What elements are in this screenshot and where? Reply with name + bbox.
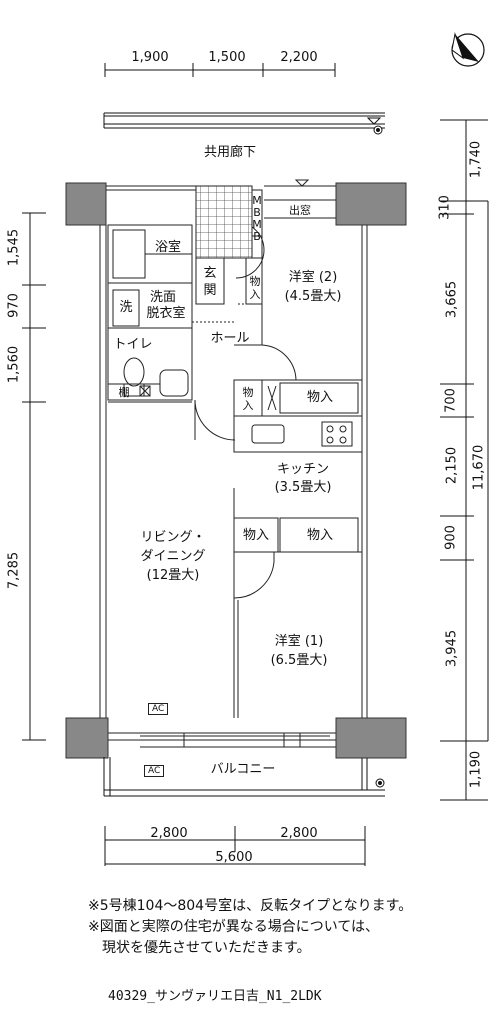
mb-label-1: M xyxy=(252,194,262,207)
senmen-label-2: 脱衣室 xyxy=(146,306,186,321)
mb-label-2: B xyxy=(253,206,261,219)
storage-d-label: 物入 xyxy=(306,528,333,543)
kitchen-size: (3.5畳大) xyxy=(274,480,332,495)
storage-entry-label-1: 物 xyxy=(249,275,261,288)
bath-label: 浴室 xyxy=(154,240,181,255)
balcony-rail xyxy=(103,757,385,797)
dim-right-8: 1,190 xyxy=(468,750,484,789)
note-line-1: ※5号棟104～804号室は、反転タイプとなります。 xyxy=(88,898,413,914)
dim-right-6: 900 xyxy=(443,525,459,550)
western2-name: 洋室 (2) xyxy=(288,270,338,285)
note-line-3: 現状を優先させていただきます。 xyxy=(88,940,311,956)
left-dimension-line xyxy=(22,212,46,741)
top-dimension-line xyxy=(104,63,336,77)
corridor-label: 共用廊下 xyxy=(203,145,256,160)
living-name-1: リビング・ xyxy=(140,530,206,545)
dim-top-1: 1,900 xyxy=(131,50,169,65)
toilet-label: トイレ xyxy=(113,337,153,352)
exterior-walls xyxy=(65,182,407,759)
property-code: 40329_サンヴァリエ日吉_N1_2LDK xyxy=(108,989,322,1004)
mb-label-3: M xyxy=(252,218,262,231)
note-line-2: ※図面と実際の住宅が異なる場合については、 xyxy=(88,919,380,935)
dim-bottom-1: 2,800 xyxy=(150,826,188,841)
dim-top-2: 1,500 xyxy=(208,50,246,65)
entry-tile-floor xyxy=(195,185,253,259)
senmen-label-1: 洗面 xyxy=(149,290,176,305)
dim-right-4: 700 xyxy=(443,388,459,413)
kitchen-name: キッチン xyxy=(276,462,329,477)
storage-a-label-2: 入 xyxy=(242,399,254,412)
corridor-rail xyxy=(103,112,385,135)
shelf-label: 棚 xyxy=(118,386,130,399)
western1-size: (6.5畳大) xyxy=(270,653,328,668)
balcony-label: バルコニー xyxy=(210,762,276,777)
dim-right-total: 11,670 xyxy=(471,444,487,491)
genkan-label-1: 玄 xyxy=(203,266,217,281)
ac-balcony-badge: AC xyxy=(144,765,165,777)
mb-label-4: B xyxy=(253,230,261,243)
dim-left-2: 970 xyxy=(6,293,22,318)
bottom-dimension-lines xyxy=(104,826,366,866)
storage-entry-label-2: 入 xyxy=(249,288,261,301)
washer-label: 洗 xyxy=(119,300,133,315)
dim-left-4: 7,285 xyxy=(6,551,22,590)
living-name-2: ダイニング xyxy=(140,549,206,564)
demado-label: 出窓 xyxy=(289,204,311,217)
western2-size: (4.5畳大) xyxy=(284,289,342,304)
dim-right-3: 3,665 xyxy=(444,280,460,319)
right-dimension-lines xyxy=(440,119,489,801)
dim-right-7: 3,945 xyxy=(444,629,460,668)
hall-label: ホール xyxy=(210,331,250,346)
dim-left-3: 1,560 xyxy=(6,345,22,384)
dim-bottom-total: 5,600 xyxy=(215,850,253,865)
storage-b-label: 物入 xyxy=(306,390,333,405)
western1-name: 洋室 (1) xyxy=(274,634,324,649)
storage-a-label-1: 物 xyxy=(242,386,254,399)
compass-icon xyxy=(451,32,485,67)
dim-right-5: 2,150 xyxy=(444,446,460,485)
dim-bottom-2: 2,800 xyxy=(280,826,318,841)
dim-right-1: 1,740 xyxy=(468,140,484,179)
genkan-label-2: 関 xyxy=(203,283,217,298)
dim-left-1: 1,545 xyxy=(6,228,22,267)
dim-right-2: 310 xyxy=(437,195,453,220)
storage-c-label: 物入 xyxy=(242,528,269,543)
dim-top-3: 2,200 xyxy=(280,50,318,65)
living-size: (12畳大) xyxy=(146,568,200,583)
ac-room-badge: AC xyxy=(148,703,169,715)
